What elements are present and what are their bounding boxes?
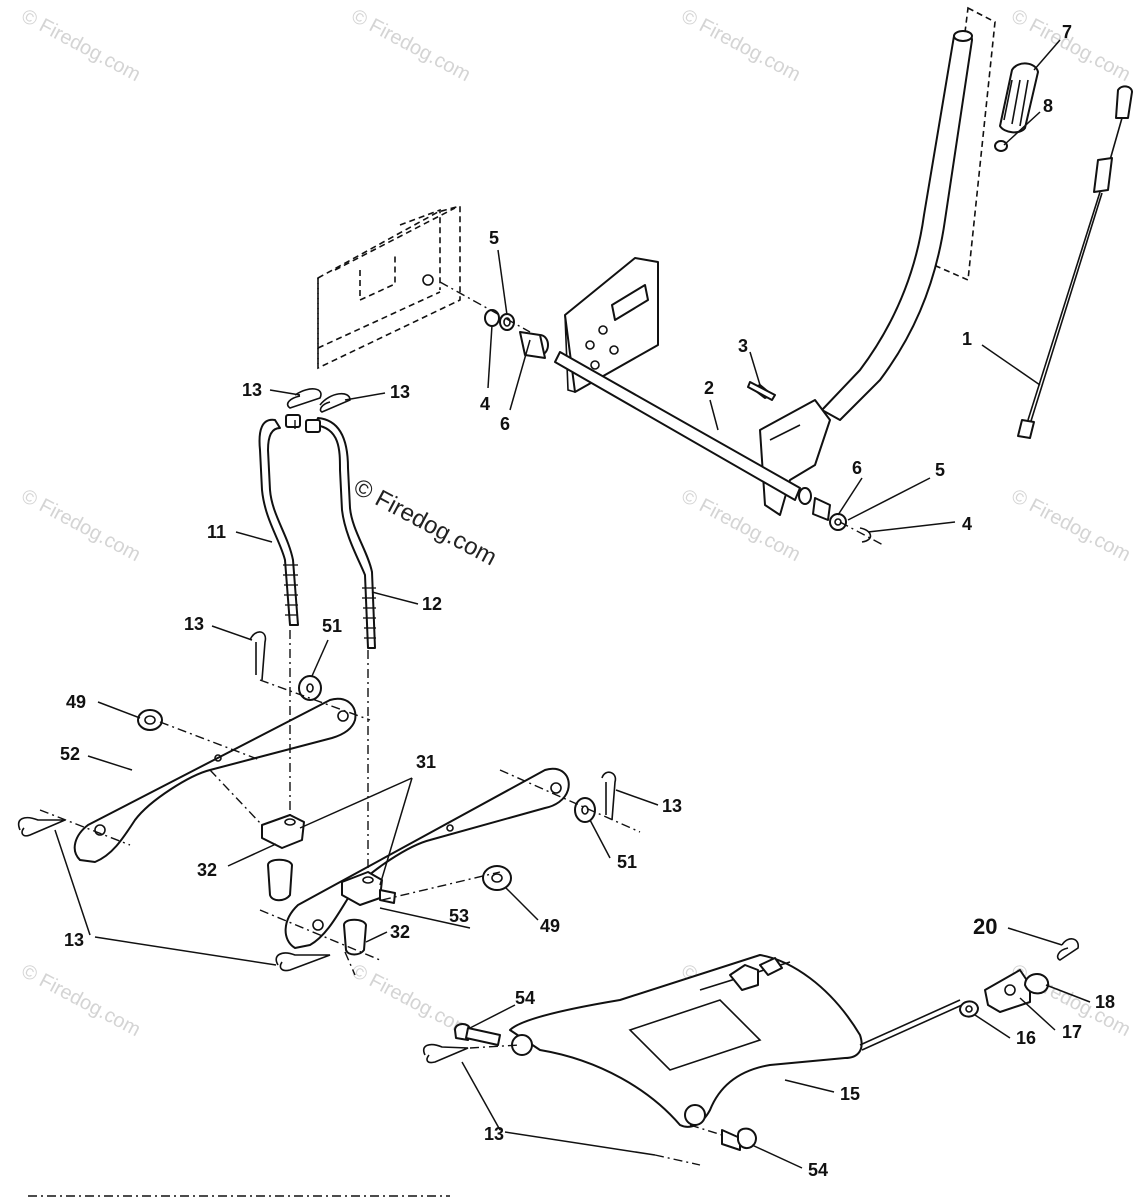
- callout-51: 51: [322, 616, 342, 636]
- watermark: © Firedog.com: [348, 5, 474, 86]
- lift-link-12: [305, 417, 376, 649]
- threaded-rod: [859, 969, 1050, 1051]
- watermark: © Firedog.com: [18, 960, 144, 1041]
- callout-17: 17: [1062, 1022, 1082, 1042]
- callout-53: 53: [449, 906, 469, 926]
- callout-13: 13: [484, 1124, 504, 1144]
- handle-grip: [994, 62, 1039, 152]
- leader-lines: [54, 39, 1091, 1169]
- pin: [747, 381, 776, 401]
- callout-49: 49: [540, 916, 560, 936]
- callout-12: 12: [422, 594, 442, 614]
- hairpin-clips: [18, 388, 1079, 1064]
- callout-13: 13: [242, 380, 262, 400]
- lift-link-11: [258, 414, 301, 626]
- callout-13: 13: [184, 614, 204, 634]
- callout-5: 5: [935, 460, 945, 480]
- alignment-lines: [39, 281, 886, 1166]
- link-threads: [283, 564, 376, 639]
- lift-arm-53: [284, 767, 570, 949]
- mounting-plate: [564, 257, 659, 393]
- lift-cable: [1017, 85, 1133, 439]
- callout-54: 54: [808, 1160, 828, 1180]
- watermark: © Firedog.com: [18, 485, 144, 566]
- watermark: © Firedog.com: [1008, 485, 1134, 566]
- callout-6: 6: [500, 414, 510, 434]
- callout-16: 16: [1016, 1028, 1036, 1048]
- callout-2: 2: [704, 378, 714, 398]
- callout-3: 3: [738, 336, 748, 356]
- callout-11: 11: [207, 522, 226, 542]
- callout-15: 15: [840, 1084, 860, 1104]
- callout-8: 8: [1043, 96, 1053, 116]
- callout-32: 32: [197, 860, 217, 880]
- callout-5: 5: [489, 228, 499, 248]
- callout-32: 32: [390, 922, 410, 942]
- callout-13: 13: [390, 382, 410, 402]
- lift-arm-52: [73, 697, 357, 863]
- watermark: © Firedog.com: [18, 5, 144, 86]
- callout-54: 54: [515, 988, 535, 1008]
- callout-1: 1: [962, 329, 972, 349]
- cross-shaft: [519, 331, 831, 521]
- callout-31: 31: [416, 752, 436, 772]
- callout-4: 4: [480, 394, 490, 414]
- callout-4: 4: [962, 514, 972, 534]
- callout-7: 7: [1062, 22, 1072, 42]
- watermark-center: © Firedog.com: [349, 473, 501, 571]
- trunnions: [261, 814, 396, 956]
- callouts: 7 8 1 3 2 5 4 6 6 5 4 13 13 11 12 13 51 …: [60, 22, 1115, 1180]
- callout-49: 49: [66, 692, 86, 712]
- watermark: © Firedog.com: [678, 5, 804, 86]
- lift-handle: [759, 30, 973, 516]
- deck-lift-bracket: [509, 954, 863, 1128]
- callout-18: 18: [1095, 992, 1115, 1012]
- shoulder-bolts: [454, 1023, 757, 1151]
- callout-20: 20: [973, 914, 997, 939]
- callout-52: 52: [60, 744, 80, 764]
- callout-13: 13: [662, 796, 682, 816]
- callout-6: 6: [852, 458, 862, 478]
- frame-bracket-dashed: [317, 204, 461, 370]
- callout-51: 51: [617, 852, 637, 872]
- upper-rod: [699, 957, 791, 991]
- callout-13: 13: [64, 930, 84, 950]
- washers: [137, 675, 596, 891]
